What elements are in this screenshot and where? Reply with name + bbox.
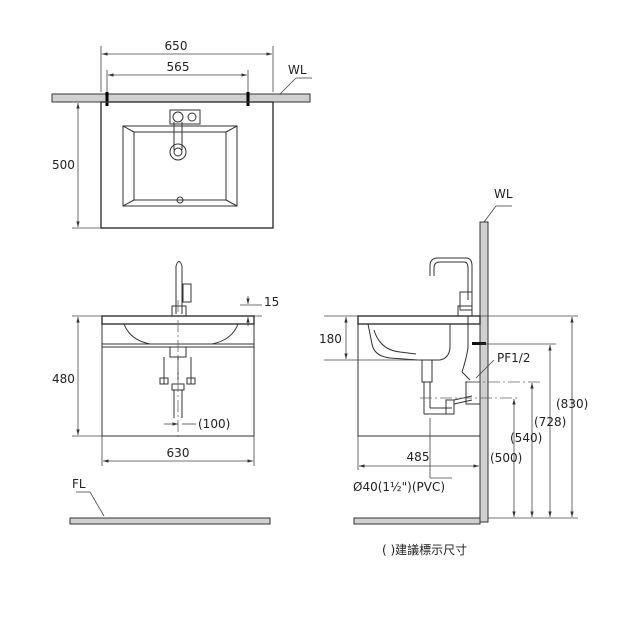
dim-label-485: 485	[407, 450, 430, 464]
basin-bowl-inner	[133, 131, 227, 201]
side-cabinet-outline	[357, 323, 481, 437]
dim-label-650: 650	[165, 39, 188, 53]
basin-bowl-outer	[122, 125, 238, 207]
side-wall-band	[479, 221, 489, 523]
dim-label-15: 15	[264, 295, 279, 309]
drain-label: Ø40(1½")(PVC)	[353, 480, 445, 494]
wall-leader-line	[279, 77, 297, 95]
drain-top-view	[176, 196, 184, 204]
dim-label-540: (540)	[510, 431, 542, 445]
dim-label-500: 500	[52, 158, 75, 172]
top-wall-band	[51, 93, 311, 103]
supply-label: PF1/2	[497, 351, 530, 365]
front-view: 15 (100) 480	[52, 261, 279, 525]
dim-label-100: (100)	[198, 417, 230, 431]
dim-label-180: 180	[319, 332, 342, 346]
side-view: WL	[319, 187, 588, 525]
side-supply-valve	[461, 316, 540, 383]
front-drain-trap	[159, 300, 196, 440]
dim-label-500-side: (500)	[490, 451, 522, 465]
faucet-side-view	[429, 257, 473, 317]
dim-label-480: 480	[52, 372, 75, 386]
front-bowl-outline	[123, 323, 239, 345]
basin-top-outline	[100, 101, 274, 229]
side-drain-pipe	[420, 359, 520, 415]
dim-label-565: 565	[167, 60, 190, 74]
side-floor-band	[353, 517, 481, 525]
side-basin-slab	[357, 315, 481, 325]
dim-label-630: 630	[167, 446, 190, 460]
dimension-note: ( )建議標示尺寸	[382, 543, 467, 557]
dim-label-728: (728)	[534, 415, 566, 429]
faucet-top-view	[169, 109, 201, 161]
side-wall-label: WL	[494, 187, 513, 201]
supply-marker	[472, 342, 486, 345]
faucet-front-view	[171, 261, 192, 317]
top-wall-label: WL	[288, 63, 307, 77]
floor-label: FL	[72, 477, 86, 491]
top-view: WL 650 565	[51, 39, 312, 229]
dim-label-830: (830)	[556, 397, 588, 411]
front-floor-band	[69, 517, 271, 525]
